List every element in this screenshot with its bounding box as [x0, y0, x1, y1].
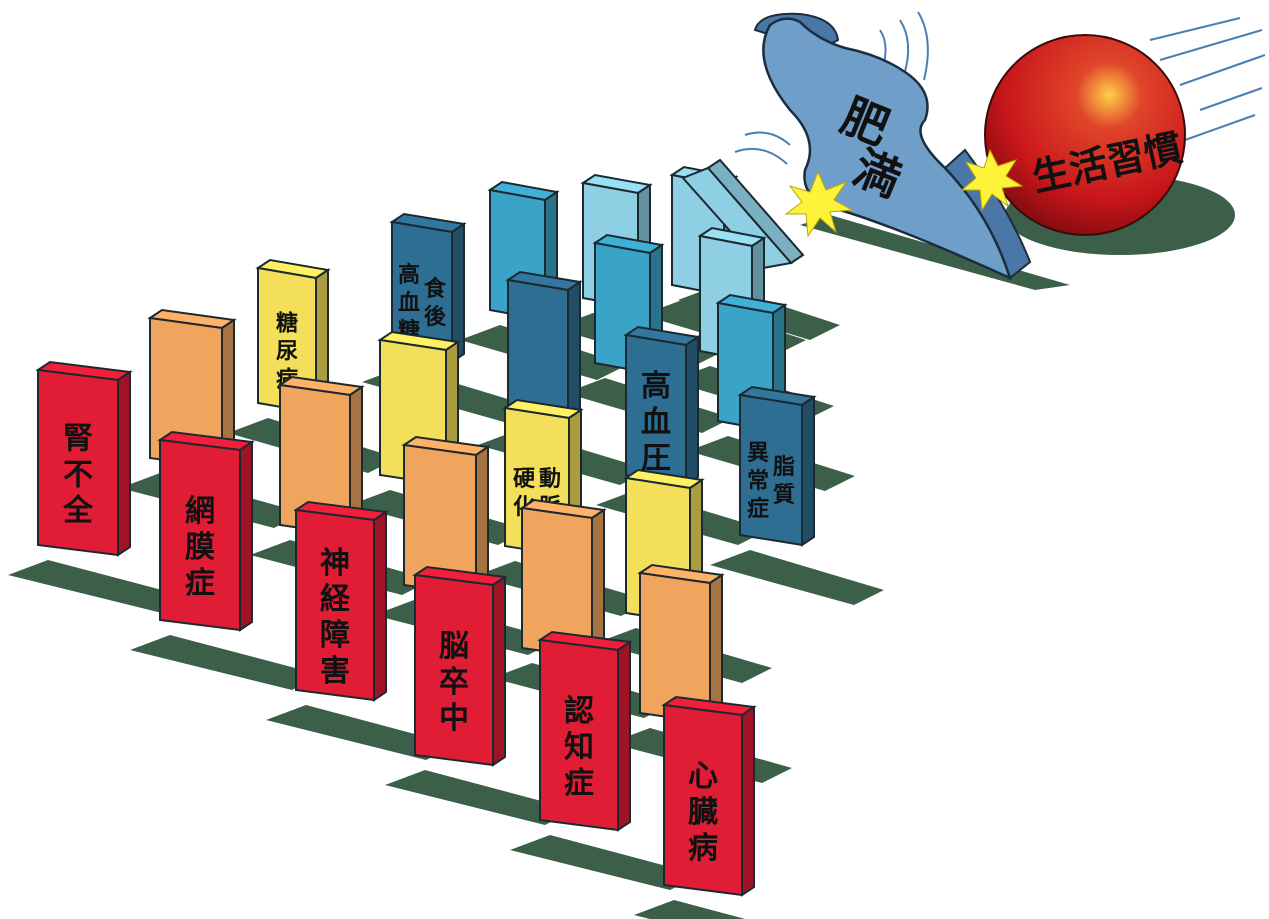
domino-heart-disease-label-char: 臓 [688, 795, 718, 830]
domino-heart-disease-label-char: 心 [688, 759, 718, 794]
domino-retinopathy-label-char: 膜 [185, 530, 215, 565]
domino-hypertension-label-char: 圧 [641, 441, 671, 476]
domino-postprandial-label-char: 血 [398, 290, 420, 316]
domino-retinopathy-face [159, 438, 241, 632]
domino-retinopathy-shadow [130, 635, 322, 690]
domino-hypertension: 高血圧 [596, 325, 768, 545]
domino-neuropathy-face [295, 508, 375, 702]
domino-kidney-failure-shadow [8, 560, 200, 615]
domino-arteriosclerosis-label-char: 硬 [513, 467, 536, 492]
domino-field: 食後高血糖糖尿病高血圧脂質異常症動脈硬化腎不全網膜症神経障害脳卒中認知症心臓病 [8, 158, 884, 919]
domino-neuropathy-shadow [266, 705, 456, 760]
domino-hypertension-label-char: 高 [641, 369, 671, 404]
domino-postprandial-label-char: 後 [424, 304, 447, 330]
domino-dyslipidemia-label-char: 症 [747, 496, 769, 522]
domino-kidney-failure-label-char: 全 [62, 494, 94, 529]
motion-lines [734, 11, 1266, 165]
domino-stroke-label-char: 脳 [439, 629, 469, 664]
domino-heart-disease: 心臓病 [634, 695, 757, 919]
domino-dementia-label-char: 症 [564, 766, 594, 801]
domino-stroke-side [492, 575, 506, 767]
domino-dyslipidemia-label-char: 常 [747, 468, 769, 494]
domino-heart-disease-side [741, 705, 755, 897]
domino-postprandial-label-char: 食 [424, 276, 447, 302]
impact-burst-left [784, 170, 854, 238]
domino-dyslipidemia-label-char: 脂 [773, 454, 795, 480]
domino-darkblue-1-side [567, 280, 581, 427]
domino-heart-disease-shadow [634, 900, 746, 919]
domino-dementia-label-char: 知 [564, 730, 594, 765]
domino-kidney-failure-side [117, 370, 131, 557]
domino-hypertension-side [685, 335, 699, 487]
domino-neuropathy-label-char: 神 [320, 546, 350, 581]
domino-arteriosclerosis-label-char: 動 [539, 467, 561, 492]
domino-dyslipidemia-shadow [710, 550, 884, 605]
obesity-face [762, 17, 1013, 281]
domino-diabetes-label-char: 尿 [276, 340, 298, 365]
domino-dementia-label-char: 認 [564, 694, 594, 729]
domino-neuropathy-label-char: 害 [320, 654, 350, 689]
obesity-block: 肥 満 [753, 12, 1070, 290]
domino-dementia: 認知症 [510, 630, 700, 890]
domino-neuropathy-label-char: 経 [320, 582, 351, 617]
domino-retinopathy-side [239, 440, 253, 632]
domino-kidney-failure: 腎不全 [8, 360, 200, 615]
domino-retinopathy: 網膜症 [130, 430, 322, 690]
domino-dyslipidemia-face [739, 393, 803, 547]
domino-diabetes-label-char: 糖 [276, 311, 298, 337]
domino-stroke-face [414, 573, 494, 767]
domino-dyslipidemia-side [801, 395, 815, 547]
domino-heart-disease-face [663, 703, 743, 897]
lifestyle-ball: 生活習慣 [984, 34, 1235, 255]
domino-kidney-failure-label-char: 不 [63, 458, 93, 493]
domino-kidney-failure-face [37, 368, 119, 557]
domino-dementia-face [539, 638, 619, 832]
domino-retinopathy-label-char: 網 [185, 494, 215, 529]
domino-stroke-shadow [385, 770, 575, 825]
domino-neuropathy-side [373, 510, 387, 702]
domino-postprandial-label-char: 高 [398, 262, 420, 288]
domino-retinopathy-label-char: 症 [185, 566, 215, 601]
domino-stroke-label-char: 中 [439, 701, 469, 736]
domino-heart-disease-label-char: 病 [688, 831, 718, 866]
domino-stroke-label-char: 卒 [439, 665, 469, 700]
domino-hypertension-label-char: 血 [641, 405, 671, 440]
domino-orange-4-side [591, 508, 605, 660]
domino-neuropathy-label-char: 障 [320, 618, 350, 653]
domino-stroke: 脳卒中 [385, 565, 575, 825]
domino-dementia-side [617, 640, 631, 832]
domino-kidney-failure-label-char: 腎 [63, 422, 93, 457]
domino-dementia-shadow [510, 835, 700, 890]
domino-dyslipidemia-label-char: 質 [773, 483, 795, 508]
impact-burst-right [960, 148, 1024, 212]
domino-dyslipidemia-label-char: 異 [747, 441, 769, 466]
